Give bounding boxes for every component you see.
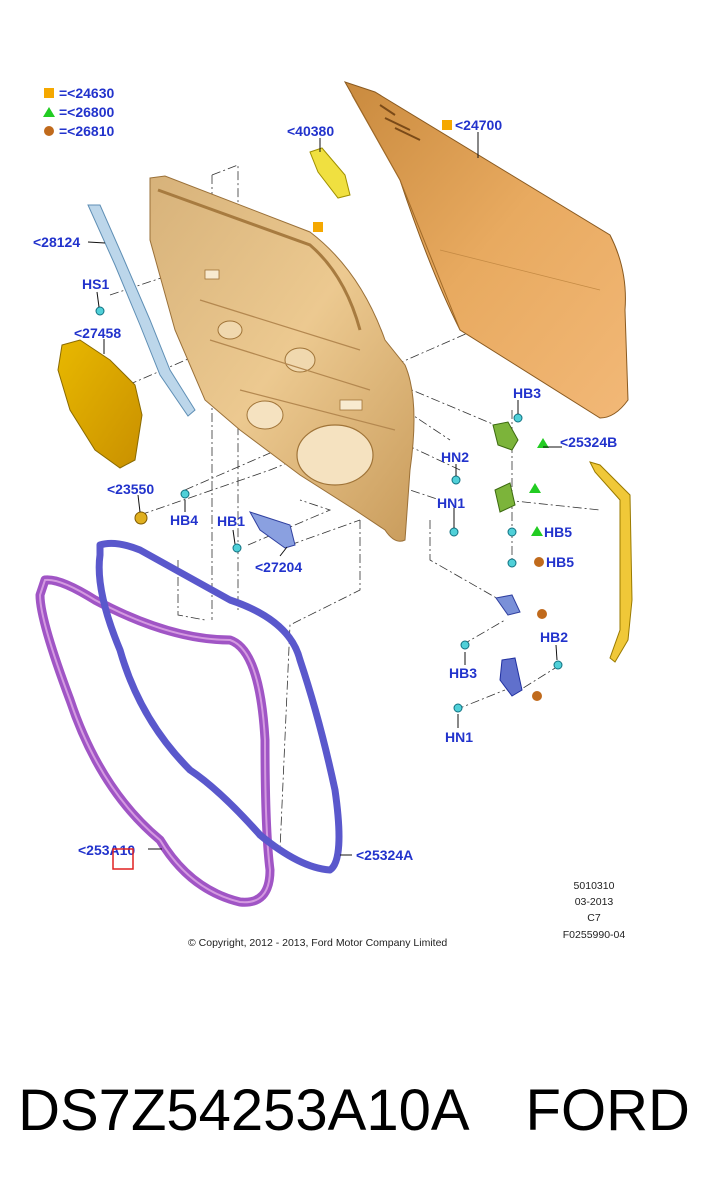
legend-item-26810: =<26810: [59, 123, 114, 139]
label-HB1: HB1: [217, 513, 245, 529]
legend-item-26800: =<26800: [59, 104, 114, 120]
exploded-door-diagram: =<24630 =<26800 =<26810 <40380 <24700 <2…: [33, 81, 633, 949]
legend-square-icon: [44, 88, 54, 98]
label-40380: <40380: [287, 123, 334, 139]
legend-triangle-icon: [43, 107, 55, 117]
square-marker-icon: [442, 120, 452, 130]
square-marker-icon: [313, 222, 323, 232]
label-HB4: HB4: [170, 512, 198, 528]
drawing-info-block: 5010310 03-2013 C7 F0255990-04: [563, 880, 626, 941]
glass-run-channel: [87, 204, 196, 417]
upper-bracket-part: [309, 147, 351, 199]
triangle-marker-icon: [537, 438, 549, 448]
door-seal-25324A: [95, 539, 343, 874]
part-number-bar: DS7Z54253A10A FORD: [0, 1070, 708, 1150]
circle-marker-icon: [532, 691, 542, 701]
triangle-marker-icon: [529, 483, 541, 493]
label-HB5-b: HB5: [546, 554, 574, 570]
brand-name: FORD: [525, 1077, 690, 1143]
label-HB5-a: HB5: [544, 524, 572, 540]
label-HN1-bottom: HN1: [445, 729, 473, 745]
label-23550: <23550: [107, 481, 154, 497]
label-24700: <24700: [455, 117, 502, 133]
label-HB3-top: HB3: [513, 385, 541, 401]
highlight-box: [112, 848, 134, 870]
label-25324B: <25324B: [560, 434, 617, 450]
label-HB3-bottom: HB3: [449, 665, 477, 681]
circle-marker-icon: [537, 609, 547, 619]
hinge-parts: [248, 421, 523, 697]
label-HS1: HS1: [82, 276, 109, 292]
inner-door-frame: [149, 175, 415, 542]
info-line-3: C7: [587, 912, 601, 924]
circle-marker-icon: [534, 557, 544, 567]
part-number: DS7Z54253A10A: [18, 1077, 470, 1143]
label-HB2: HB2: [540, 629, 568, 645]
label-28124: <28124: [33, 234, 80, 250]
water-shield-part: [57, 339, 143, 469]
label-HN1-top: HN1: [437, 495, 465, 511]
door-seal-253A10: [35, 575, 275, 907]
info-line-4: F0255990-04: [563, 929, 626, 941]
fasteners: [95, 306, 563, 713]
leader-lines: [87, 132, 562, 856]
copyright-notice: © Copyright, 2012 - 2013, Ford Motor Com…: [188, 937, 447, 949]
drawing-markers: [313, 120, 549, 701]
triangle-marker-icon: [531, 526, 543, 536]
legend-circle-icon: [44, 126, 54, 136]
label-253A10: <253A10: [78, 842, 135, 858]
part-labels: <40380 <24700 <28124 HS1 <27458 HB3 <253…: [33, 117, 617, 863]
label-27458: <27458: [74, 325, 121, 341]
label-25324A: <25324A: [356, 847, 413, 863]
label-HN2: HN2: [441, 449, 469, 465]
legend: =<24630 =<26800 =<26810: [43, 85, 114, 139]
info-line-2: 03-2013: [575, 896, 614, 908]
info-line-1: 5010310: [574, 880, 615, 892]
reinforcement-strip: [589, 461, 633, 663]
label-27204: <27204: [255, 559, 302, 575]
outer-door-panel: [343, 81, 629, 419]
legend-item-24630: =<24630: [59, 85, 114, 101]
